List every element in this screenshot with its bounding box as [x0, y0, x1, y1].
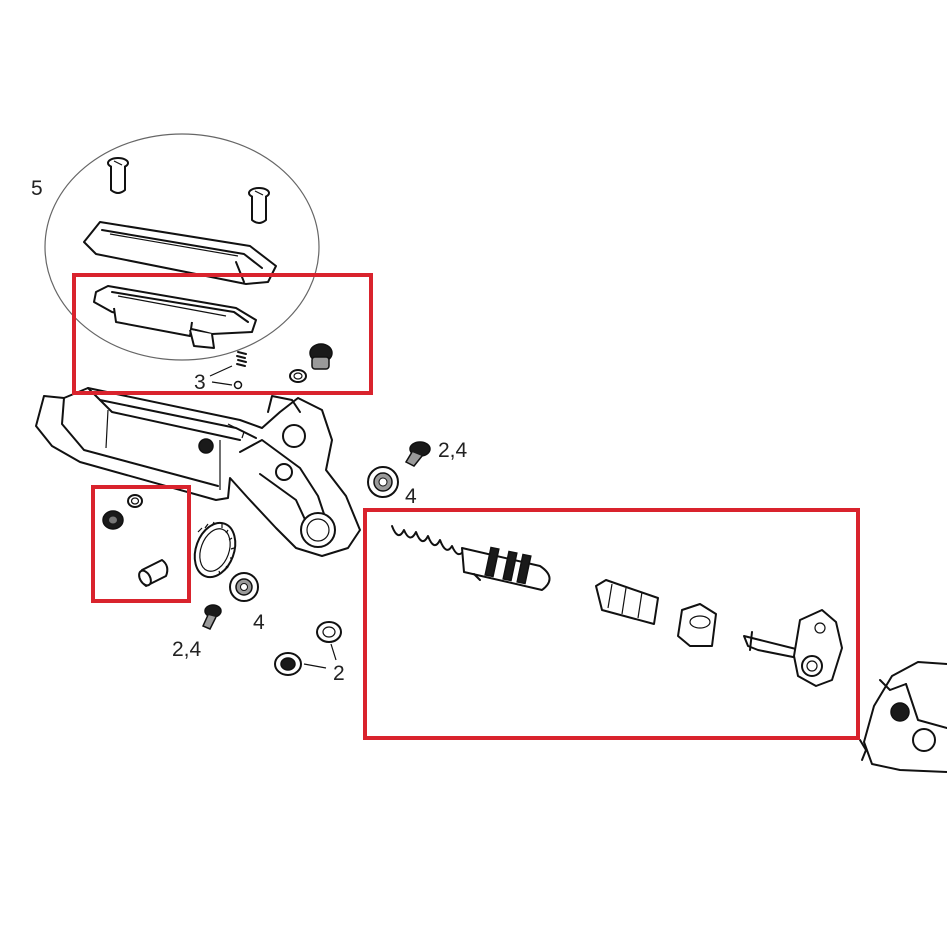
- piston-sleeve: [595, 579, 659, 625]
- lever-body: [35, 387, 361, 557]
- label-4-bottom: 4: [253, 611, 265, 634]
- label-5: 5: [31, 177, 43, 200]
- bearing-lower: [229, 572, 259, 602]
- cover-screw-left: [107, 157, 129, 194]
- highlight-box-pivot-parts: [91, 485, 191, 603]
- label-2-4-top: 2,4: [438, 439, 468, 462]
- bearing-upper: [367, 466, 399, 498]
- screw-lower-left: [202, 604, 222, 630]
- piston-cap: [677, 603, 717, 647]
- pivot-pin: [138, 559, 169, 587]
- bushing-right: [316, 621, 342, 643]
- return-spring: [391, 525, 465, 556]
- screw-upper-right: [404, 441, 431, 467]
- master-piston: [461, 546, 551, 591]
- highlight-box-piston-assembly: [363, 508, 860, 740]
- label-4-top: 4: [405, 485, 417, 508]
- reservoir-cover: [83, 221, 277, 285]
- reservoir-bladder: [93, 285, 257, 349]
- bushing-left: [274, 652, 302, 676]
- pivot-set-screw: [102, 510, 124, 530]
- pivot-oring: [127, 494, 143, 508]
- highlight-box-reservoir: [72, 273, 373, 395]
- detail-callout-circle: [44, 133, 320, 361]
- cover-screw-right: [248, 187, 270, 224]
- reach-adjust-knob: [193, 521, 237, 579]
- label-2-4-bottom: 2,4: [172, 638, 202, 661]
- bleed-screw-top: [309, 343, 333, 370]
- label-3: 3: [194, 371, 206, 394]
- small-spring: [236, 351, 247, 367]
- partial-lever-edge: [859, 661, 947, 773]
- label-2: 2: [333, 662, 345, 685]
- pushrod-link: [743, 609, 843, 687]
- oring-top: [289, 369, 307, 383]
- small-ball: [233, 380, 243, 390]
